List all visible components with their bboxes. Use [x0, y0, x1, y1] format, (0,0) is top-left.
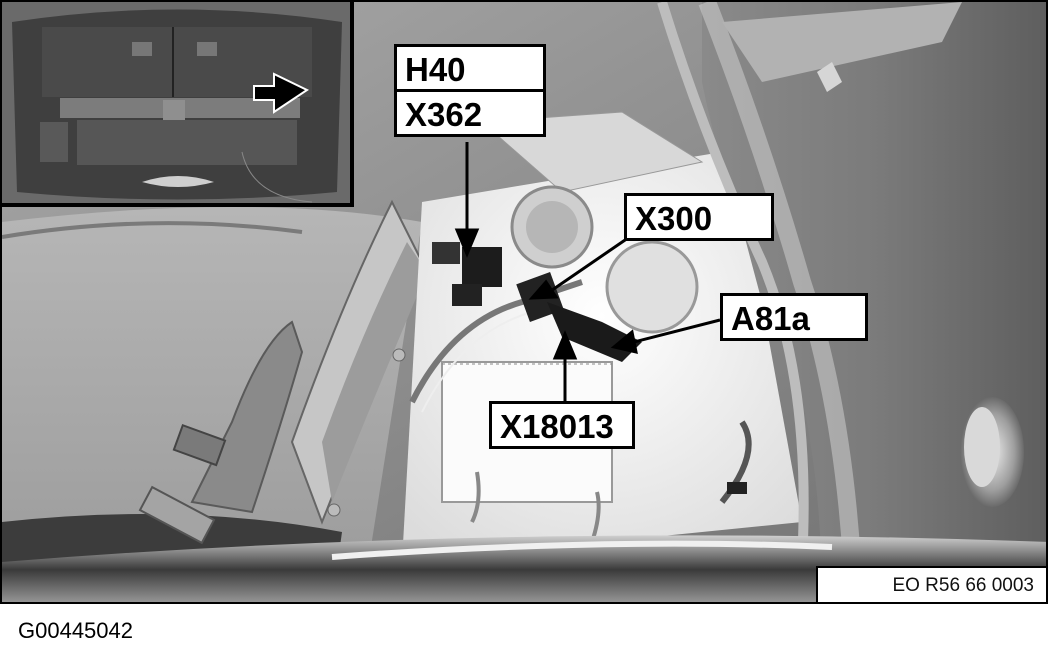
callout-x18013: X18013 [489, 401, 635, 449]
figure-id: G00445042 [18, 618, 133, 643]
callout-a81a: A81a [720, 293, 868, 341]
callout-x362-label: X362 [397, 89, 543, 131]
inset-illustration [2, 2, 350, 203]
diagram-figure: H40 X362 X300 A81a X18013 EO R56 66 0003 [0, 0, 1048, 604]
callout-h40-x362: H40 X362 [394, 44, 546, 137]
reference-code: EO R56 66 0003 [816, 566, 1046, 602]
callout-x300: X300 [624, 193, 774, 241]
callout-h40-label: H40 [405, 51, 466, 88]
arrow-right-icon [253, 72, 310, 114]
luggage-compartment-overview-inset [2, 2, 354, 207]
leader-lines [454, 142, 721, 402]
